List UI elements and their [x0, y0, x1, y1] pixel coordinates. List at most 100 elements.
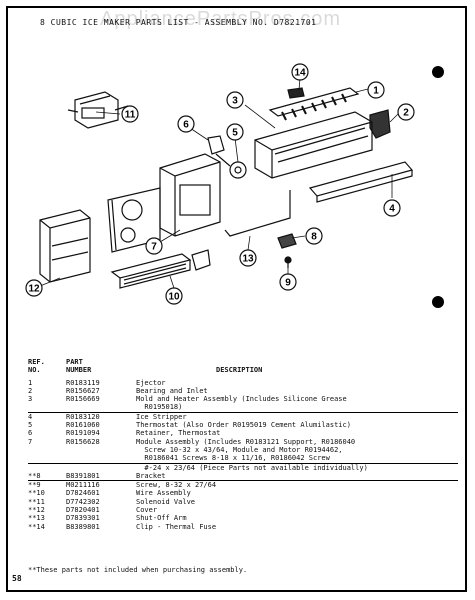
callout-label: 13 — [242, 254, 254, 265]
description-cell: Bracket — [136, 471, 166, 480]
description-cell: Mold and Heater Assembly (Includes Silic… — [136, 395, 347, 404]
table-row: R0195018) — [28, 403, 458, 411]
description-cell: Module Assembly (Includes R0183121 Suppo… — [136, 437, 356, 446]
part-number-cell — [66, 454, 136, 462]
part-number-cell: R0191094 — [66, 429, 100, 438]
callout-11: 11 — [121, 105, 139, 123]
thermostat-retainer-drawing — [207, 135, 231, 167]
callout-label: 2 — [403, 108, 409, 119]
part-number-cell: D7824601 — [66, 489, 100, 498]
page-frame — [6, 6, 467, 592]
ref-cell: 5 — [28, 421, 33, 430]
part-number-cell — [66, 446, 136, 454]
ejector-drawing — [268, 87, 360, 121]
table-row: 1 R0183119 Ejector — [28, 379, 458, 387]
ref-cell: 1 — [28, 378, 33, 387]
ref-cell — [28, 403, 66, 411]
mold-heater-drawing — [254, 111, 373, 179]
thermal-fuse-clip-drawing — [287, 87, 305, 99]
description-cell: R0195018) — [136, 403, 183, 412]
callout-label: 7 — [151, 242, 157, 253]
table-row: #-24 x 23/64 (Piece Parts not available … — [28, 462, 458, 472]
callout-10: 10 — [165, 287, 183, 305]
ref-header: NO. — [28, 366, 41, 375]
description-cell: Shut-Off Arm — [136, 514, 187, 523]
part-number-cell: R0183120 — [66, 412, 100, 421]
table-row: R0186041 Screws 8-18 x 11/16, R0186042 S… — [28, 454, 458, 462]
part-number-cell: D7820401 — [66, 506, 100, 515]
parts-header-row: REF. PART — [28, 358, 458, 366]
watermark: AppliancePartsPros.com — [100, 8, 341, 30]
part-number-cell: R0183119 — [66, 378, 100, 387]
table-row: Screw 10-32 x 43/64, Module and Motor R0… — [28, 446, 458, 454]
ref-cell: **13 — [28, 514, 45, 523]
description-cell: Thermostat (Also Order R0195019 Cement A… — [136, 421, 351, 430]
callout-label: 10 — [168, 292, 180, 303]
module-assembly-drawing — [107, 153, 221, 253]
callout-label: 11 — [125, 110, 136, 121]
ref-cell — [28, 446, 66, 454]
callout-markers: 1 2 3 4 5 6 7 8 9 10 11 12 13 14 — [25, 63, 415, 305]
callout-label: 3 — [232, 96, 238, 107]
callout-label: 6 — [183, 120, 189, 131]
shut-off-arm-drawing — [224, 190, 291, 237]
callout-label: 14 — [294, 68, 306, 79]
part-header: PART — [66, 358, 83, 366]
callout-5: 5 — [226, 123, 244, 141]
callout-label: 5 — [232, 128, 238, 139]
ref-cell: 7 — [28, 437, 33, 446]
part-number-cell — [66, 464, 136, 472]
corner-dot — [432, 66, 444, 78]
part-number-cell: R0156669 — [66, 395, 100, 404]
description-cell: Solenoid Valve — [136, 497, 196, 506]
ref-cell: **11 — [28, 497, 45, 506]
ref-cell: 3 — [28, 395, 33, 404]
part-number-cell — [66, 403, 136, 411]
callout-12: 12 — [25, 279, 43, 297]
ref-cell: 4 — [28, 412, 33, 421]
callout-3: 3 — [226, 91, 244, 109]
callout-4: 4 — [383, 199, 401, 217]
description-cell: #-24 x 23/64 (Piece Parts not available … — [136, 463, 368, 472]
part-number-cell: D7742302 — [66, 497, 100, 506]
description-cell: Screw 10-32 x 43/64, Module and Motor R0… — [136, 445, 343, 454]
callout-label: 8 — [311, 232, 317, 243]
part-number-cell: B8391801 — [66, 471, 100, 480]
ref-cell: 6 — [28, 429, 33, 438]
callout-6: 6 — [177, 115, 195, 133]
callout-7: 7 — [145, 237, 163, 255]
table-row: 3 R0156669 Mold and Heater Assembly (Inclu… — [28, 395, 458, 403]
corner-dot — [432, 296, 444, 308]
part-number-cell: B8389801 — [66, 522, 100, 531]
bearing-inlet-drawing — [369, 109, 391, 139]
description-cell: Ice Stripper — [136, 412, 187, 421]
description-header: DESCRIPTION — [216, 366, 263, 375]
ref-header: REF. — [28, 358, 45, 366]
ref-cell: **12 — [28, 506, 45, 515]
table-row: **11 D7742302 Solenoid Valve — [28, 498, 458, 506]
part-number-cell: R0156627 — [66, 386, 100, 395]
ice-stripper-drawing — [308, 161, 414, 203]
page-title: 8 CUBIC ICE MAKER PARTS LIST - ASSEMBLY … — [40, 18, 317, 27]
ref-cell — [28, 454, 66, 462]
parts-header-row: NO. NUMBER DESCRIPTION — [28, 366, 458, 374]
part-header: NUMBER — [66, 366, 92, 375]
page-number: 58 — [12, 574, 22, 583]
callout-13: 13 — [239, 249, 257, 267]
callout-9: 9 — [279, 273, 297, 291]
ref-cell — [28, 464, 66, 472]
description-cell: Clip - Thermal Fuse — [136, 522, 217, 531]
wire-assembly-drawing — [110, 249, 211, 289]
description-cell: Ejector — [136, 378, 166, 387]
ref-cell: **14 — [28, 522, 45, 531]
callout-label: 4 — [389, 204, 395, 215]
part-number-cell: M0211116 — [66, 481, 100, 490]
description-cell: Screw, 8-32 x 27/64 — [136, 481, 217, 490]
